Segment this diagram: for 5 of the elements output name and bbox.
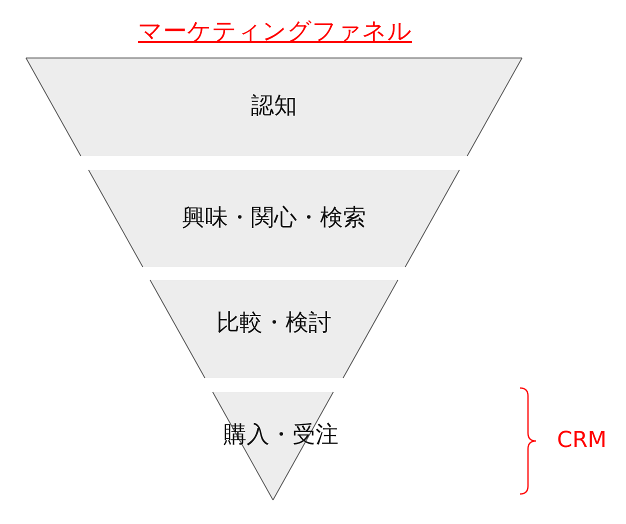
bracket-label: CRM bbox=[557, 428, 607, 454]
stage-label: 興味・関心・検索 bbox=[182, 205, 366, 231]
stage-label: 認知 bbox=[251, 93, 297, 119]
stage-label: 比較・検討 bbox=[216, 310, 332, 336]
title: マーケティングファネル bbox=[138, 16, 412, 46]
